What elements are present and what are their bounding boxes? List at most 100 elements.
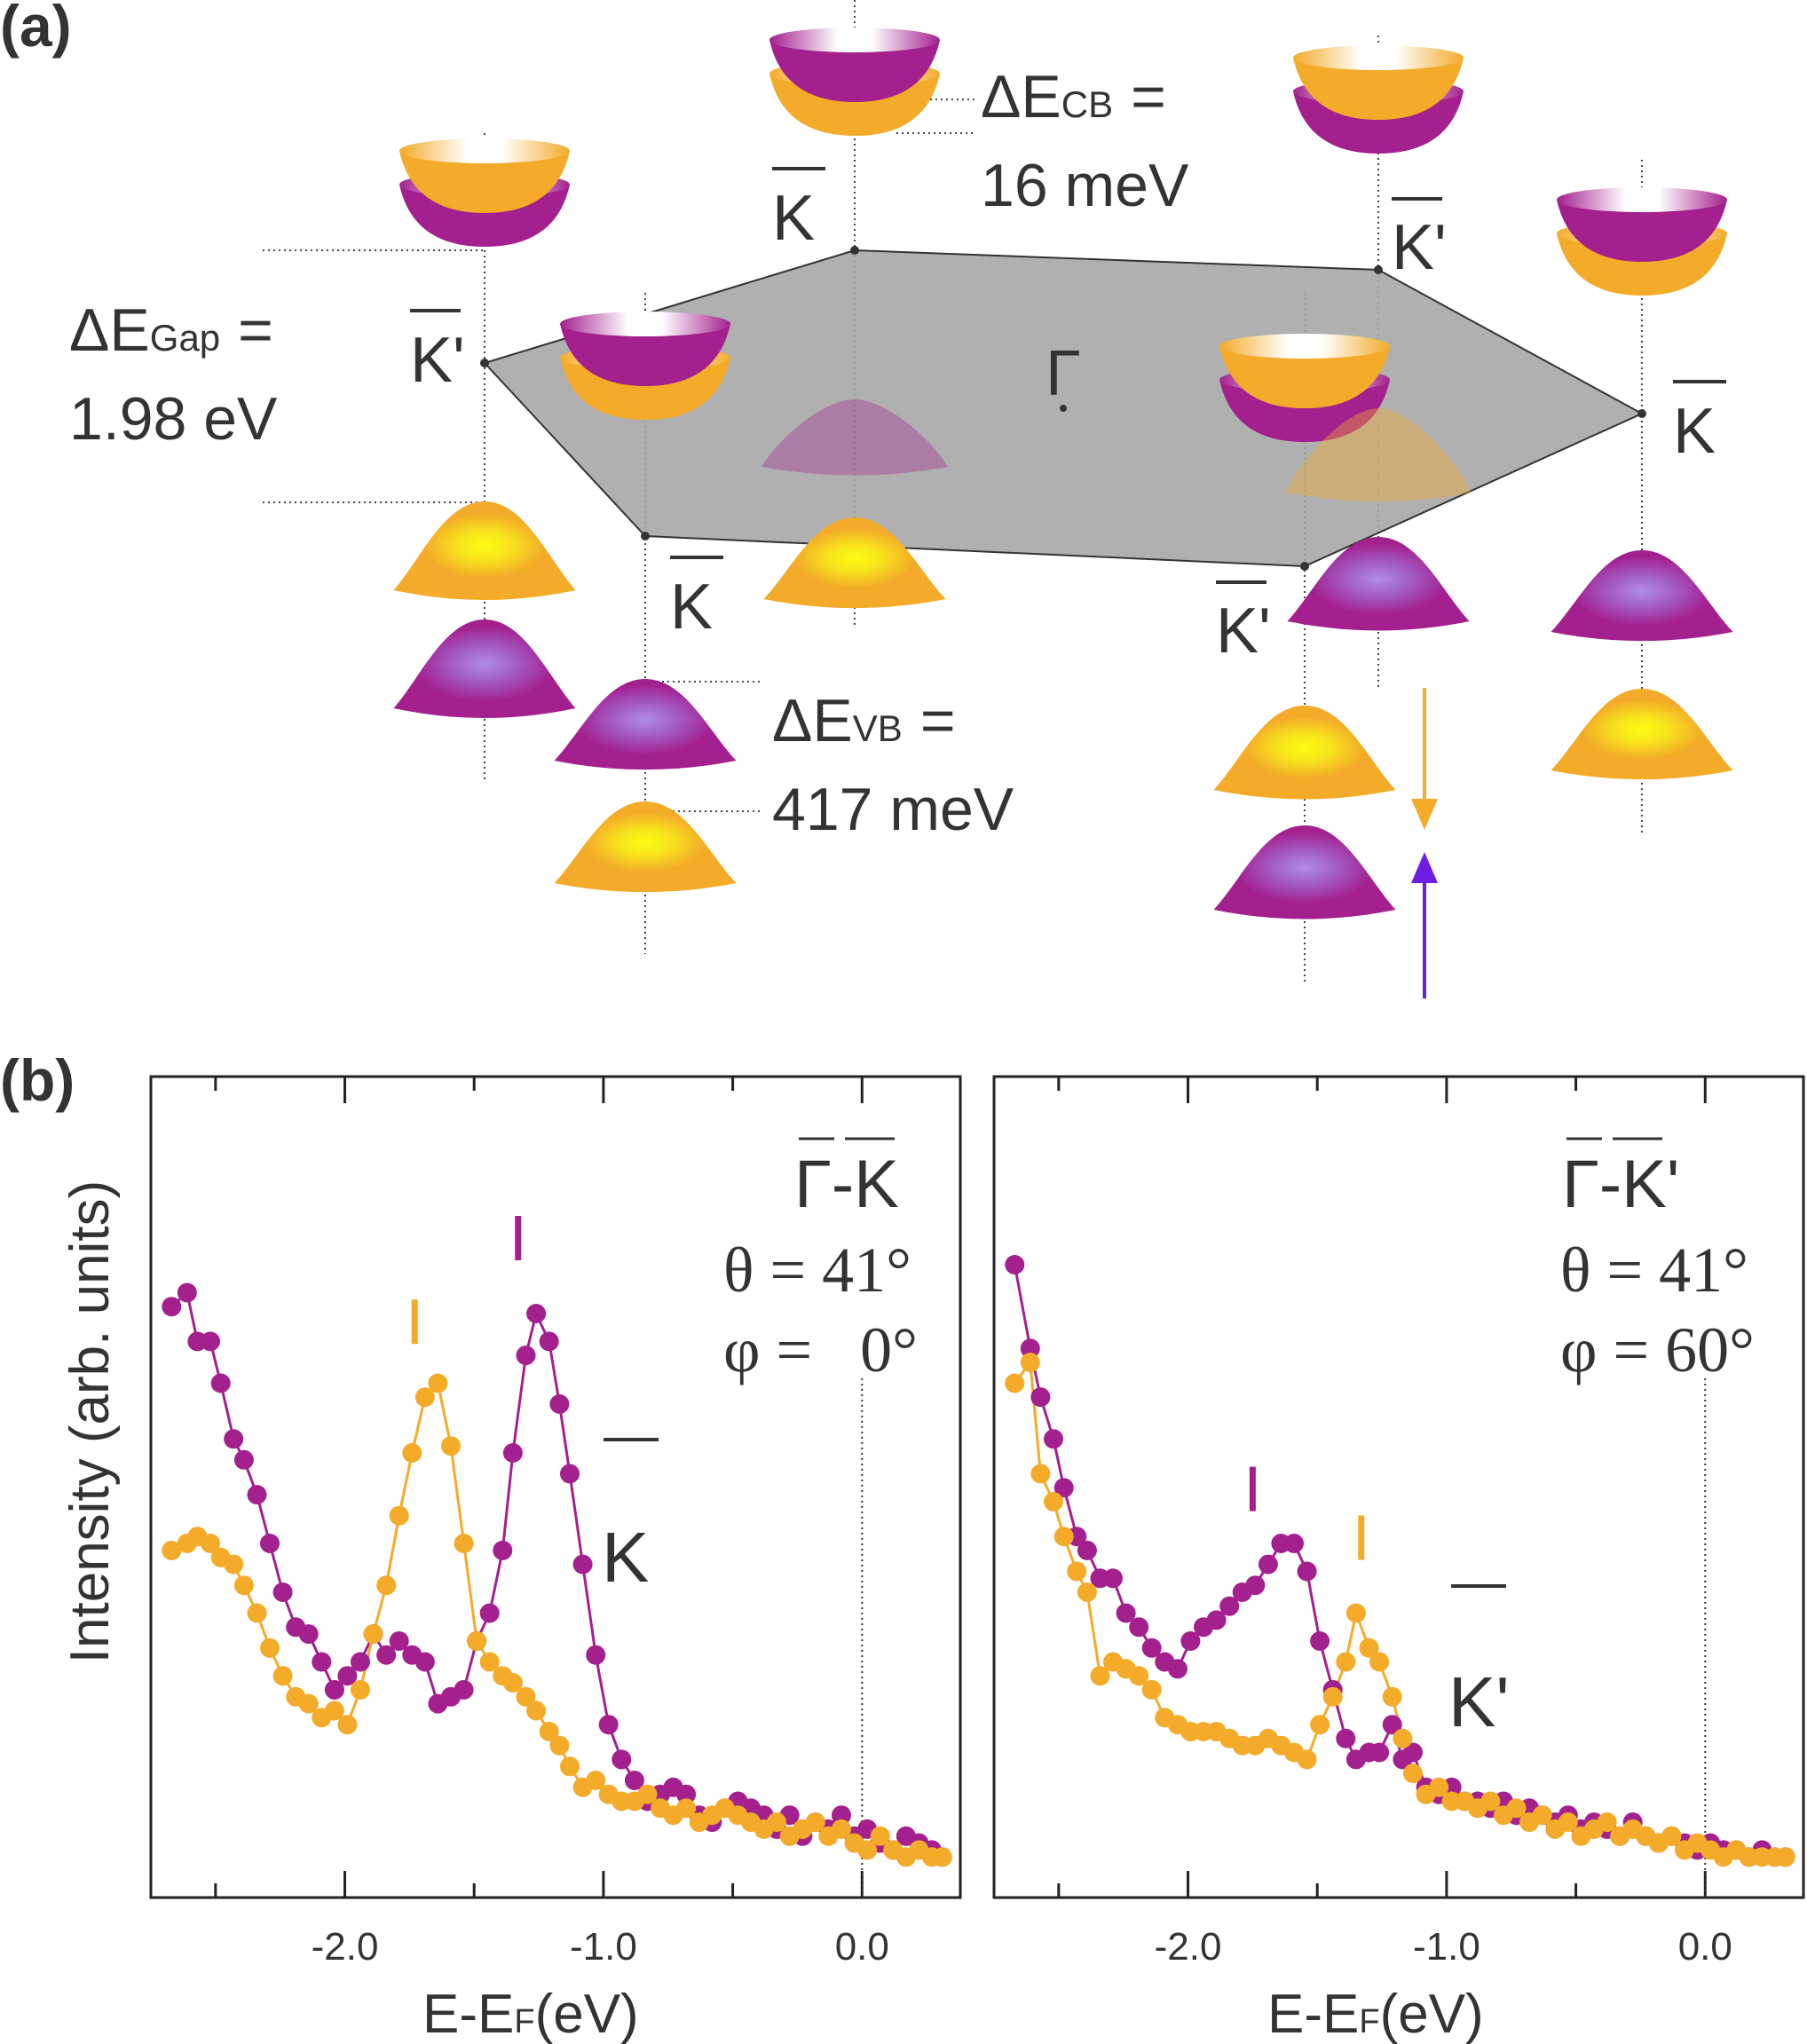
data-point [1090, 1666, 1110, 1686]
data-point [162, 1540, 182, 1560]
k-label-right: K [1673, 380, 1726, 467]
svg-text:K': K' [1216, 596, 1271, 667]
cb-top-upper [769, 28, 940, 102]
vb-top-faded [761, 399, 948, 476]
cb-lower-left-upper [560, 312, 730, 386]
data-point [516, 1686, 536, 1707]
data-point [1506, 1798, 1527, 1819]
data-point [479, 1603, 500, 1623]
data-point [337, 1715, 358, 1735]
data-point [224, 1429, 244, 1449]
svg-text:417 meV: 417 meV [772, 776, 1014, 843]
data-point [1322, 1686, 1343, 1707]
data-point [1053, 1478, 1074, 1498]
data-point [502, 1443, 523, 1463]
panel-a-label: (a) [0, 0, 72, 59]
data-point [312, 1652, 332, 1672]
data-point [1369, 1742, 1390, 1763]
data-point [1480, 1791, 1501, 1811]
x-axis-label-left: E-EF(eV) [422, 1984, 639, 2044]
data-point [1030, 1464, 1051, 1484]
data-point [351, 1652, 370, 1672]
cb-left-upper [399, 138, 570, 213]
data-point [389, 1631, 409, 1651]
plot-frame-right [992, 1075, 1805, 1899]
data-point [1284, 1534, 1304, 1553]
vb-right-lower [1551, 689, 1733, 780]
data-point [1775, 1847, 1795, 1867]
k-prime-label-left: K' [410, 309, 465, 396]
data-point [1297, 1561, 1317, 1582]
panel-b-label: (b) [0, 1047, 75, 1113]
x-tick-label: -1.0 [570, 1925, 637, 1969]
data-point [1403, 1764, 1423, 1784]
data-point [1661, 1826, 1682, 1846]
data-point [1597, 1812, 1617, 1833]
data-point [1116, 1603, 1136, 1623]
data-point [586, 1645, 606, 1665]
k-label-lower-left: K [670, 556, 723, 643]
data-point [1020, 1338, 1040, 1359]
data-point [539, 1331, 559, 1352]
svg-text:K': K' [410, 325, 465, 396]
data-point [162, 1297, 182, 1317]
data-point [272, 1582, 293, 1602]
data-point [1393, 1728, 1413, 1748]
k-point-labels: Γ K K' K K' K [410, 167, 1726, 667]
delta-cb-label: ΔECB= 16 meV [981, 63, 1189, 219]
vb-upper-right-upper [1287, 537, 1470, 631]
data-point [441, 1436, 461, 1456]
data-point [832, 1805, 851, 1826]
data-point [805, 1812, 825, 1833]
delta-gap-label: ΔEGap= 1.98 eV [69, 296, 278, 453]
data-point [1310, 1631, 1330, 1651]
vb-left-upper [393, 501, 576, 600]
data-point [502, 1673, 523, 1693]
data-point [1141, 1638, 1162, 1658]
svg-text:Γ-K: Γ-K [794, 1147, 899, 1222]
data-point [598, 1715, 619, 1735]
cb-upper-right-upper [1293, 45, 1464, 120]
data-point [1167, 1659, 1188, 1679]
data-point [526, 1304, 547, 1323]
data-point [201, 1331, 220, 1352]
data-point [454, 1534, 474, 1553]
phi-annotation-right: φ = 60° [1560, 1314, 1755, 1385]
svg-text:K: K [670, 572, 713, 643]
data-point [516, 1346, 536, 1366]
svg-text:K': K' [1392, 212, 1447, 283]
phi-annotation-left: φ = 0° [723, 1314, 918, 1385]
data-point [1403, 1742, 1423, 1763]
data-point [676, 1798, 697, 1819]
peak-label-right: K' [1448, 1584, 1510, 1741]
data-point [1429, 1777, 1449, 1797]
data-point [1359, 1638, 1379, 1658]
data-point [298, 1624, 319, 1645]
data-point [1103, 1568, 1123, 1589]
data-point [676, 1784, 697, 1804]
vb-top-upper [763, 517, 946, 609]
data-point [201, 1534, 220, 1553]
data-point [539, 1722, 559, 1741]
data-point [1336, 1652, 1356, 1672]
data-point [1129, 1617, 1149, 1638]
data-point [1382, 1686, 1402, 1707]
k-prime-label-lower-right: K' [1216, 580, 1271, 667]
data-point [526, 1701, 547, 1721]
vb-right-upper [1551, 550, 1733, 642]
chart-title-right: Γ-K' [1562, 1137, 1679, 1222]
vb-lower-right-upper [1213, 706, 1396, 800]
data-point [932, 1847, 952, 1867]
data-point [637, 1784, 658, 1804]
data-point [1258, 1554, 1278, 1574]
vb-lower-left-upper [554, 679, 737, 770]
svg-text:E-EF(eV): E-EF(eV) [422, 1984, 639, 2044]
data-point [247, 1603, 267, 1623]
data-point [624, 1771, 644, 1790]
data-point [233, 1449, 254, 1470]
data-point [298, 1693, 319, 1714]
vb-left-lower [393, 620, 576, 718]
data-point [1310, 1715, 1330, 1735]
